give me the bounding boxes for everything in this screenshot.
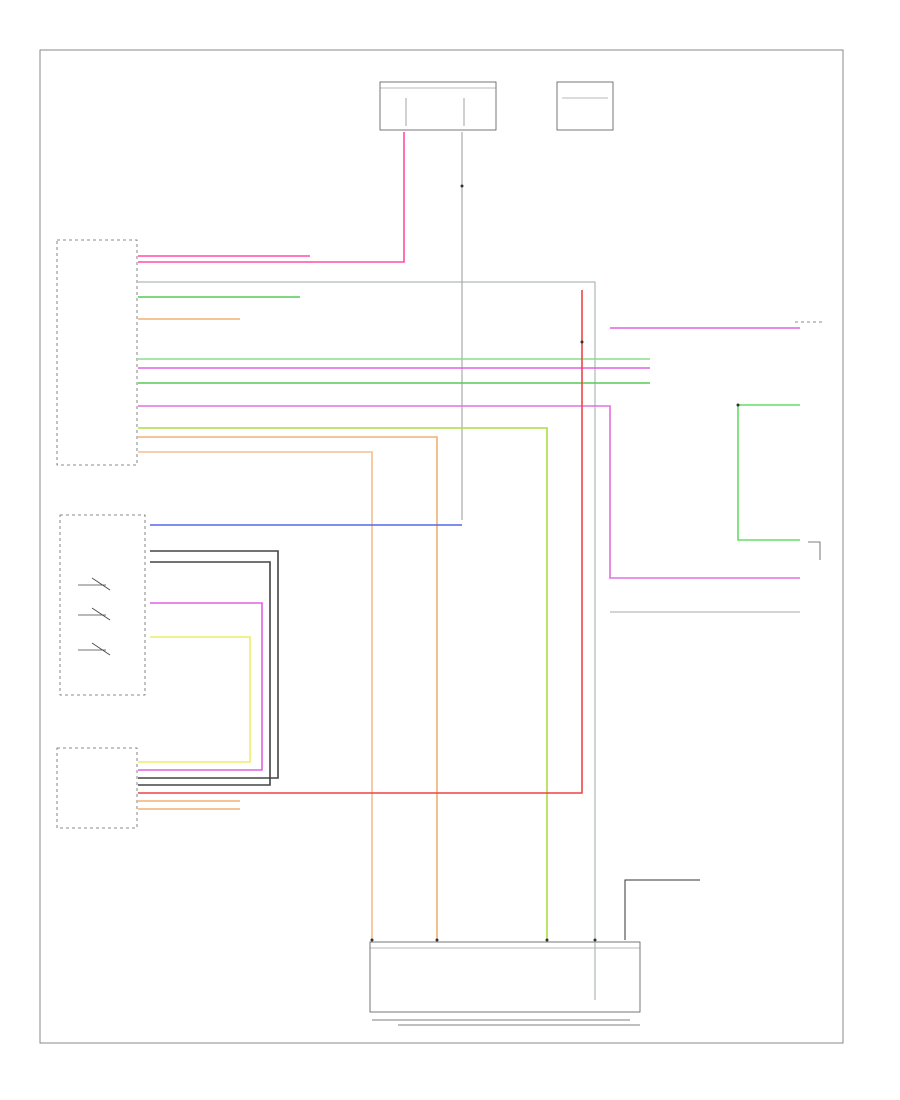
diagram-frame — [39, 49, 844, 1044]
left-connector-block — [56, 239, 138, 466]
relay-box-top — [556, 81, 614, 131]
seat-module-connector — [56, 747, 138, 829]
wires — [138, 132, 800, 1000]
splice-points — [370, 184, 740, 942]
position-switch-box — [369, 941, 641, 1026]
fuse-box-top — [379, 81, 497, 131]
memory-set-switch — [59, 514, 146, 696]
right-connector-top — [795, 321, 825, 560]
